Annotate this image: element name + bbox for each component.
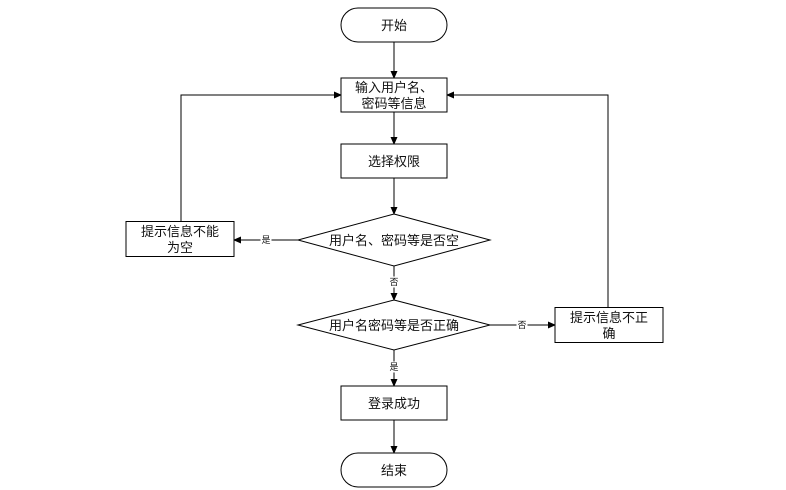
edge-label-bg (388, 276, 400, 288)
node-label: 提示信息不正 (570, 310, 648, 326)
edge-label: 是 (261, 235, 270, 246)
edge-label-bg (260, 234, 272, 246)
process-shape (340, 143, 448, 179)
node-check-empty: 用户名、密码等是否空 (296, 213, 492, 267)
edge-label: 是 (389, 362, 398, 373)
node-input: 输入用户名、密码等信息 (340, 77, 448, 113)
node-label: 结束 (381, 464, 407, 479)
decision-shape (296, 213, 492, 267)
node-label: 提示信息不能 (141, 224, 219, 240)
edge-label: 否 (389, 277, 398, 288)
edge-label-bg (516, 319, 528, 331)
node-label: 用户名密码等是否正确 (329, 318, 459, 334)
decision-shape (296, 299, 492, 351)
terminator-shape (340, 7, 448, 43)
terminator-shape (340, 452, 448, 488)
process-shape (554, 307, 664, 343)
node-start: 开始 (340, 7, 448, 43)
node-label: 输入用户名、 (355, 80, 433, 96)
process-shape (340, 385, 448, 421)
edge-empty-msg-to-input (180, 91, 342, 222)
node-label: 开始 (381, 19, 407, 34)
edge-incorrect-msg-to-input (446, 91, 609, 308)
edge-label-bg (388, 361, 400, 373)
node-end: 结束 (340, 452, 448, 488)
node-label: 密码等信息 (361, 96, 426, 112)
edge-label: 否 (517, 320, 526, 331)
node-label: 选择权限 (368, 154, 420, 170)
node-label: 确 (602, 327, 615, 342)
node-label: 为空 (167, 241, 193, 256)
node-check-correct: 用户名密码等是否正确 (296, 299, 492, 351)
process-shape (125, 221, 235, 257)
node-login-success: 登录成功 (340, 385, 448, 421)
node-select-role: 选择权限 (340, 143, 448, 179)
process-shape (340, 77, 448, 113)
node-label: 登录成功 (368, 397, 420, 412)
node-label: 用户名、密码等是否空 (329, 233, 459, 249)
